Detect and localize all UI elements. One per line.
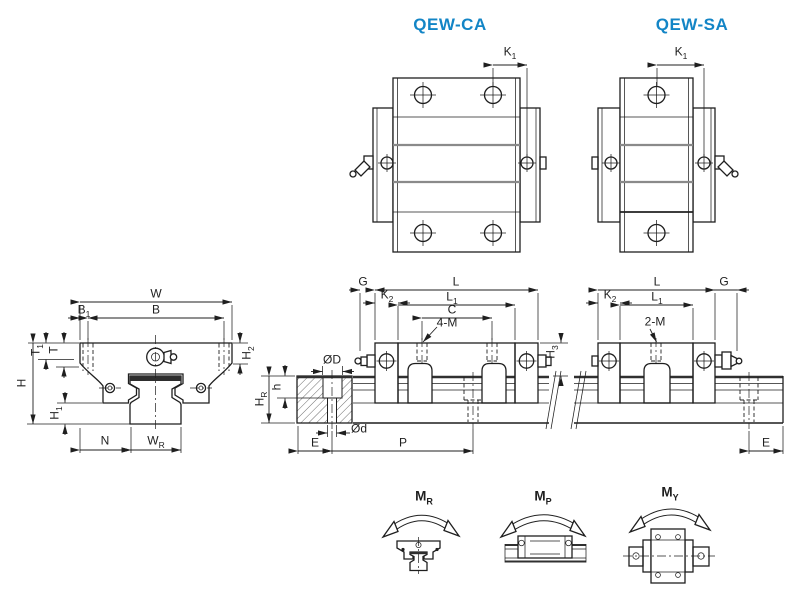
moment-roll-icon — [381, 514, 461, 574]
side-stub — [539, 156, 547, 170]
side-view-qew-ca — [349, 287, 568, 404]
side-stub — [591, 156, 599, 170]
dim-label-od-big: ØD — [323, 352, 341, 367]
dim-label-e-left: E — [310, 435, 320, 450]
dim-label-c: C — [447, 302, 457, 317]
k1-dimension — [483, 62, 528, 156]
mounting-holes-icon — [643, 82, 670, 246]
side-stub — [591, 355, 599, 367]
moment-yaw-icon — [623, 508, 715, 584]
front-section-view — [27, 299, 248, 453]
rail-section-dimensions — [261, 365, 474, 454]
series-title-qew-ca: QEW-CA — [413, 15, 487, 34]
dim-label-h-small: h — [269, 383, 284, 391]
dim-label-p: P — [398, 435, 408, 450]
grease-nipple-icon — [349, 155, 374, 178]
ball-return-lobe — [643, 362, 671, 404]
dim-label-w: W — [150, 286, 162, 301]
dim-label-2m: 2-M — [644, 314, 666, 329]
dim-label-t: T — [46, 346, 61, 354]
dim-label-l-ca: L — [452, 274, 460, 289]
dim-label-t1: T1 — [28, 343, 45, 357]
grease-nipple-icon — [714, 155, 739, 178]
side-stub — [537, 354, 552, 368]
end-cap-screws-icon — [599, 351, 714, 371]
rail-flange-right — [519, 107, 541, 223]
thread-hole-hidden — [650, 338, 662, 366]
block-body-side — [397, 342, 516, 404]
moment-pitch-icon — [499, 514, 587, 563]
mini-carriage-side — [517, 535, 573, 559]
dim-label-h: H — [14, 378, 29, 388]
dim-label-g-left: G — [358, 274, 368, 289]
dim-label-h1: H1 — [47, 406, 64, 420]
dim-label-b1: B1 — [77, 302, 91, 319]
rail-bolt-hole-hidden — [463, 372, 483, 429]
counterbore-hole — [322, 375, 343, 399]
side-sa-dimensions — [586, 287, 784, 454]
ball-return-lobe — [481, 362, 507, 404]
dim-label-e-right: E — [761, 435, 771, 450]
dim-label-k1-ca: K1 — [503, 44, 517, 61]
dim-label-hr: HR — [252, 391, 269, 407]
side-grease-port-icon — [99, 382, 212, 394]
grease-nipple-icon — [354, 354, 376, 368]
dim-label-4m: 4-M — [436, 315, 458, 330]
dim-label-l1-ca: L1 — [446, 289, 458, 306]
dim-label-od-small: Ød — [350, 421, 368, 436]
rail-break-lines — [545, 370, 587, 430]
dim-label-wr: WR — [147, 433, 165, 450]
top-view-qew-ca — [349, 62, 547, 253]
flange-bolt-holes — [82, 338, 230, 375]
ball-return-lobe — [407, 362, 433, 404]
rail-flange-left — [372, 107, 394, 223]
grease-nipple-icon — [714, 351, 743, 370]
top-view-qew-sa — [591, 62, 739, 253]
side-ports-icon — [378, 154, 536, 172]
dim-label-k2-ca: K2 — [380, 287, 394, 304]
moment-label-mp: MP — [534, 488, 552, 507]
side-ports-icon — [602, 154, 713, 172]
dim-label-h3: H3 — [543, 345, 560, 359]
rail-section-view — [261, 365, 474, 454]
side-view-qew-sa — [586, 287, 784, 454]
moment-label-mr: MR — [415, 488, 433, 507]
moment-label-my: MY — [661, 484, 679, 503]
dim-label-k1-sa: K1 — [674, 44, 688, 61]
dim-label-n: N — [100, 433, 110, 448]
dim-label-h2: H2 — [239, 346, 256, 360]
block-body-side — [619, 342, 694, 404]
roll-arc-arrow — [389, 514, 453, 528]
yaw-arc-arrow — [636, 508, 704, 523]
dim-label-g-right: G — [719, 274, 729, 289]
series-title-qew-sa: QEW-SA — [655, 15, 729, 34]
block-body-top — [392, 77, 521, 253]
dim-label-l-sa: L — [653, 274, 661, 289]
thread-holes-hidden — [416, 338, 498, 366]
dim-label-l1-sa: L1 — [651, 289, 663, 306]
side-ca-dimensions — [349, 287, 568, 386]
rail-top-band — [130, 376, 181, 381]
end-cap-screws-icon — [376, 351, 537, 371]
dim-label-b: B — [151, 302, 161, 317]
mini-block-top — [623, 528, 715, 584]
dim-label-k2-sa: K2 — [603, 287, 617, 304]
pitch-arc-arrow — [507, 514, 579, 528]
front-view-dimensions — [27, 299, 248, 453]
rail-bolt-hole-hidden — [739, 372, 759, 429]
k1-dimension — [647, 62, 705, 156]
